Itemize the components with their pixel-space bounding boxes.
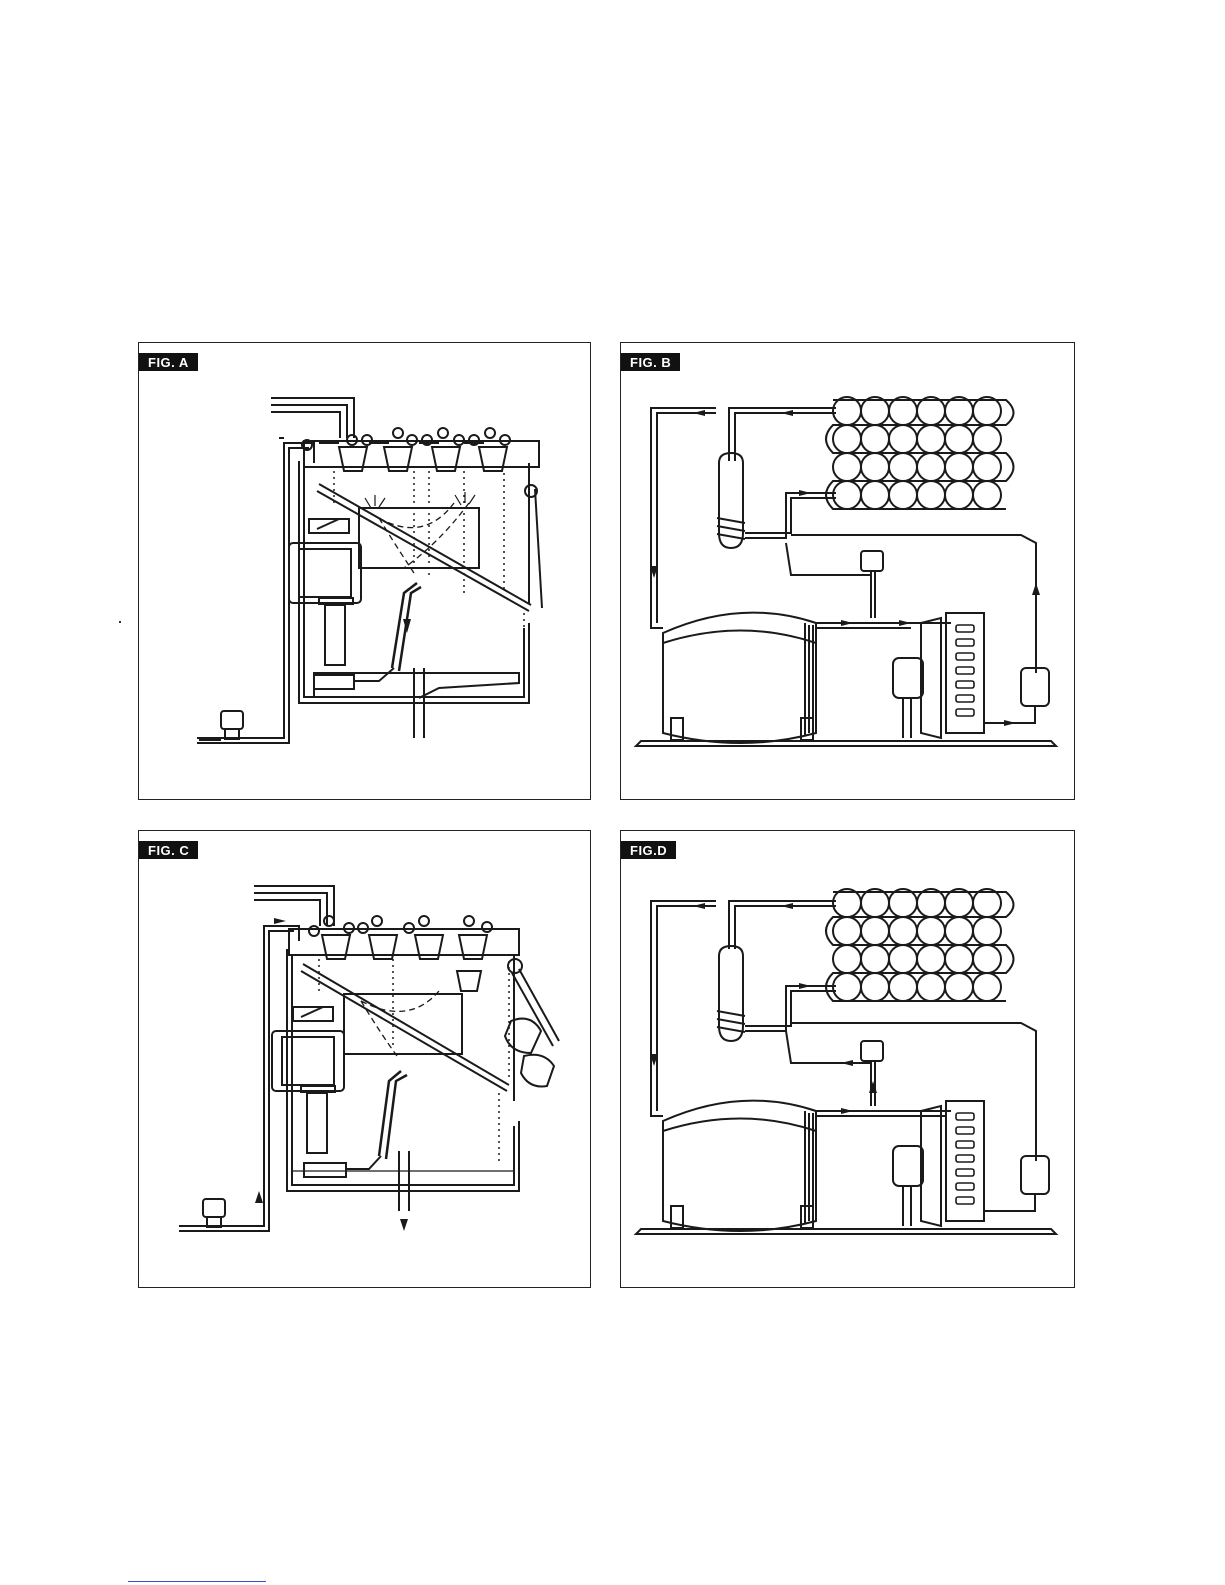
figure-d-hot-gas-diagram [621,831,1076,1289]
figure-c-panel: FIG. C [138,830,591,1288]
figure-d-panel: FIG.D [620,830,1075,1288]
figure-b-refrigeration-cycle-diagram [621,343,1076,801]
figure-c-ice-harvest-diagram [139,831,592,1289]
figure-a-panel: FIG. A [138,342,591,800]
figure-b-panel: FIG. B [620,342,1075,800]
bottom-underline [128,1580,266,1582]
stray-mark [119,621,121,623]
figure-a-ice-maker-fill-diagram [139,343,592,801]
